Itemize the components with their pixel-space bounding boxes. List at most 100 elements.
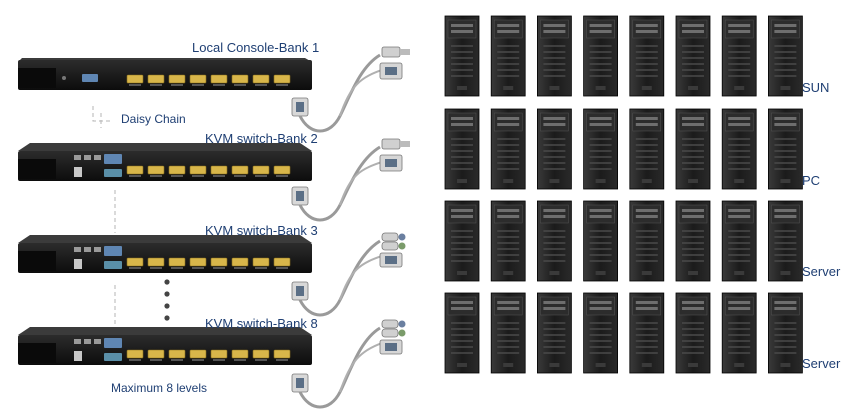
usb-plug-tip (400, 141, 410, 147)
port-label-strip (234, 84, 246, 86)
drive-slot (635, 209, 658, 212)
drive-slot (589, 117, 612, 120)
ps2-plug (381, 241, 399, 251)
drive-bay (771, 296, 800, 316)
cpu-port (210, 74, 228, 84)
computer-tower (629, 292, 665, 374)
cpu-port (210, 257, 228, 267)
port-label-strip (192, 359, 204, 361)
usb-plug (381, 138, 401, 150)
drive-bay (586, 19, 615, 39)
tower-foot (503, 86, 514, 90)
computer-row-2 (444, 108, 803, 190)
computer-tower (675, 15, 711, 97)
computer-tower (629, 108, 665, 190)
drive-bay (447, 296, 477, 316)
drive-bay (447, 112, 477, 132)
cpu-port (273, 257, 291, 267)
drive-slot (774, 24, 797, 27)
usb-port (84, 247, 91, 252)
tower-foot (688, 86, 698, 90)
cpu-port (252, 349, 270, 359)
tower-foot (457, 179, 467, 183)
drive-slot (728, 30, 751, 33)
bank-2-label: KVM switch-Bank 2 (205, 131, 318, 146)
port-label-strip (192, 175, 204, 177)
drive-slot (682, 215, 704, 218)
drive-slot (774, 301, 797, 304)
drive-slot (728, 117, 751, 120)
drive-slot (682, 307, 704, 310)
cpu-port (147, 165, 165, 175)
drive-slot (728, 209, 751, 212)
computer-tower (537, 15, 572, 97)
computer-tower (444, 15, 480, 97)
cpu-port (189, 257, 207, 267)
port-label-strip (192, 84, 204, 86)
usb-plug-tip (400, 49, 410, 55)
computer-tower (768, 15, 803, 97)
vga-plug-face (385, 343, 397, 351)
drive-slot (682, 301, 704, 304)
drive-bay (540, 296, 569, 316)
drive-slot (497, 123, 520, 126)
cpu-port (210, 165, 228, 175)
kvm-switch-bank-2 (18, 143, 312, 181)
power-jack (74, 351, 82, 361)
drive-slot (682, 117, 704, 120)
drive-slot (774, 209, 797, 212)
computer-tower (721, 292, 757, 374)
computer-tower (583, 15, 618, 97)
computer-tower (721, 15, 757, 97)
console-vga-port (104, 338, 122, 348)
computer-tower (537, 292, 572, 374)
drive-slot (635, 301, 658, 304)
row-server-2-label: Server (802, 356, 841, 371)
status-led (62, 76, 66, 80)
cpu-port (252, 165, 270, 175)
computer-tower (768, 108, 803, 190)
drive-bay (586, 204, 615, 224)
drive-slot (497, 24, 520, 27)
cpu-port (273, 74, 291, 84)
tower-foot (503, 271, 514, 275)
switch-top-panel (18, 235, 312, 243)
tower-foot (641, 363, 652, 367)
console-daisy-port (104, 261, 122, 269)
computer-tower (721, 108, 757, 190)
tower-foot (549, 363, 560, 367)
drive-slot (497, 117, 520, 120)
kvm-cable-1 (291, 46, 410, 133)
drive-slot (635, 215, 658, 218)
tower-foot (688, 363, 698, 367)
drive-slot (635, 123, 658, 126)
tower-foot (595, 363, 606, 367)
tower-foot (688, 271, 698, 275)
computer-tower (675, 200, 711, 282)
drive-slot (589, 24, 612, 27)
drive-slot (451, 215, 473, 218)
port-label-strip (150, 267, 162, 269)
port-label-strip (129, 175, 141, 177)
cpu-port (210, 349, 228, 359)
port-label-strip (234, 359, 246, 361)
port-label-strip (171, 175, 183, 177)
switch-top-panel (18, 327, 312, 335)
cpu-port (126, 74, 144, 84)
cpu-port (168, 349, 186, 359)
cpu-port (168, 165, 186, 175)
port-label-strip (213, 84, 225, 86)
vga-plug-face (385, 256, 397, 264)
cpu-port (147, 349, 165, 359)
cpu-port (252, 74, 270, 84)
computer-tower (768, 292, 803, 374)
vga-plug-face (296, 286, 304, 296)
drive-slot (589, 307, 612, 310)
cpu-port (189, 349, 207, 359)
port-label-strip (255, 84, 267, 86)
row-pc-label: PC (802, 173, 821, 188)
computer-tower (629, 15, 665, 97)
drive-slot (497, 301, 520, 304)
port-label-strip (213, 359, 225, 361)
drive-bay (678, 19, 708, 39)
